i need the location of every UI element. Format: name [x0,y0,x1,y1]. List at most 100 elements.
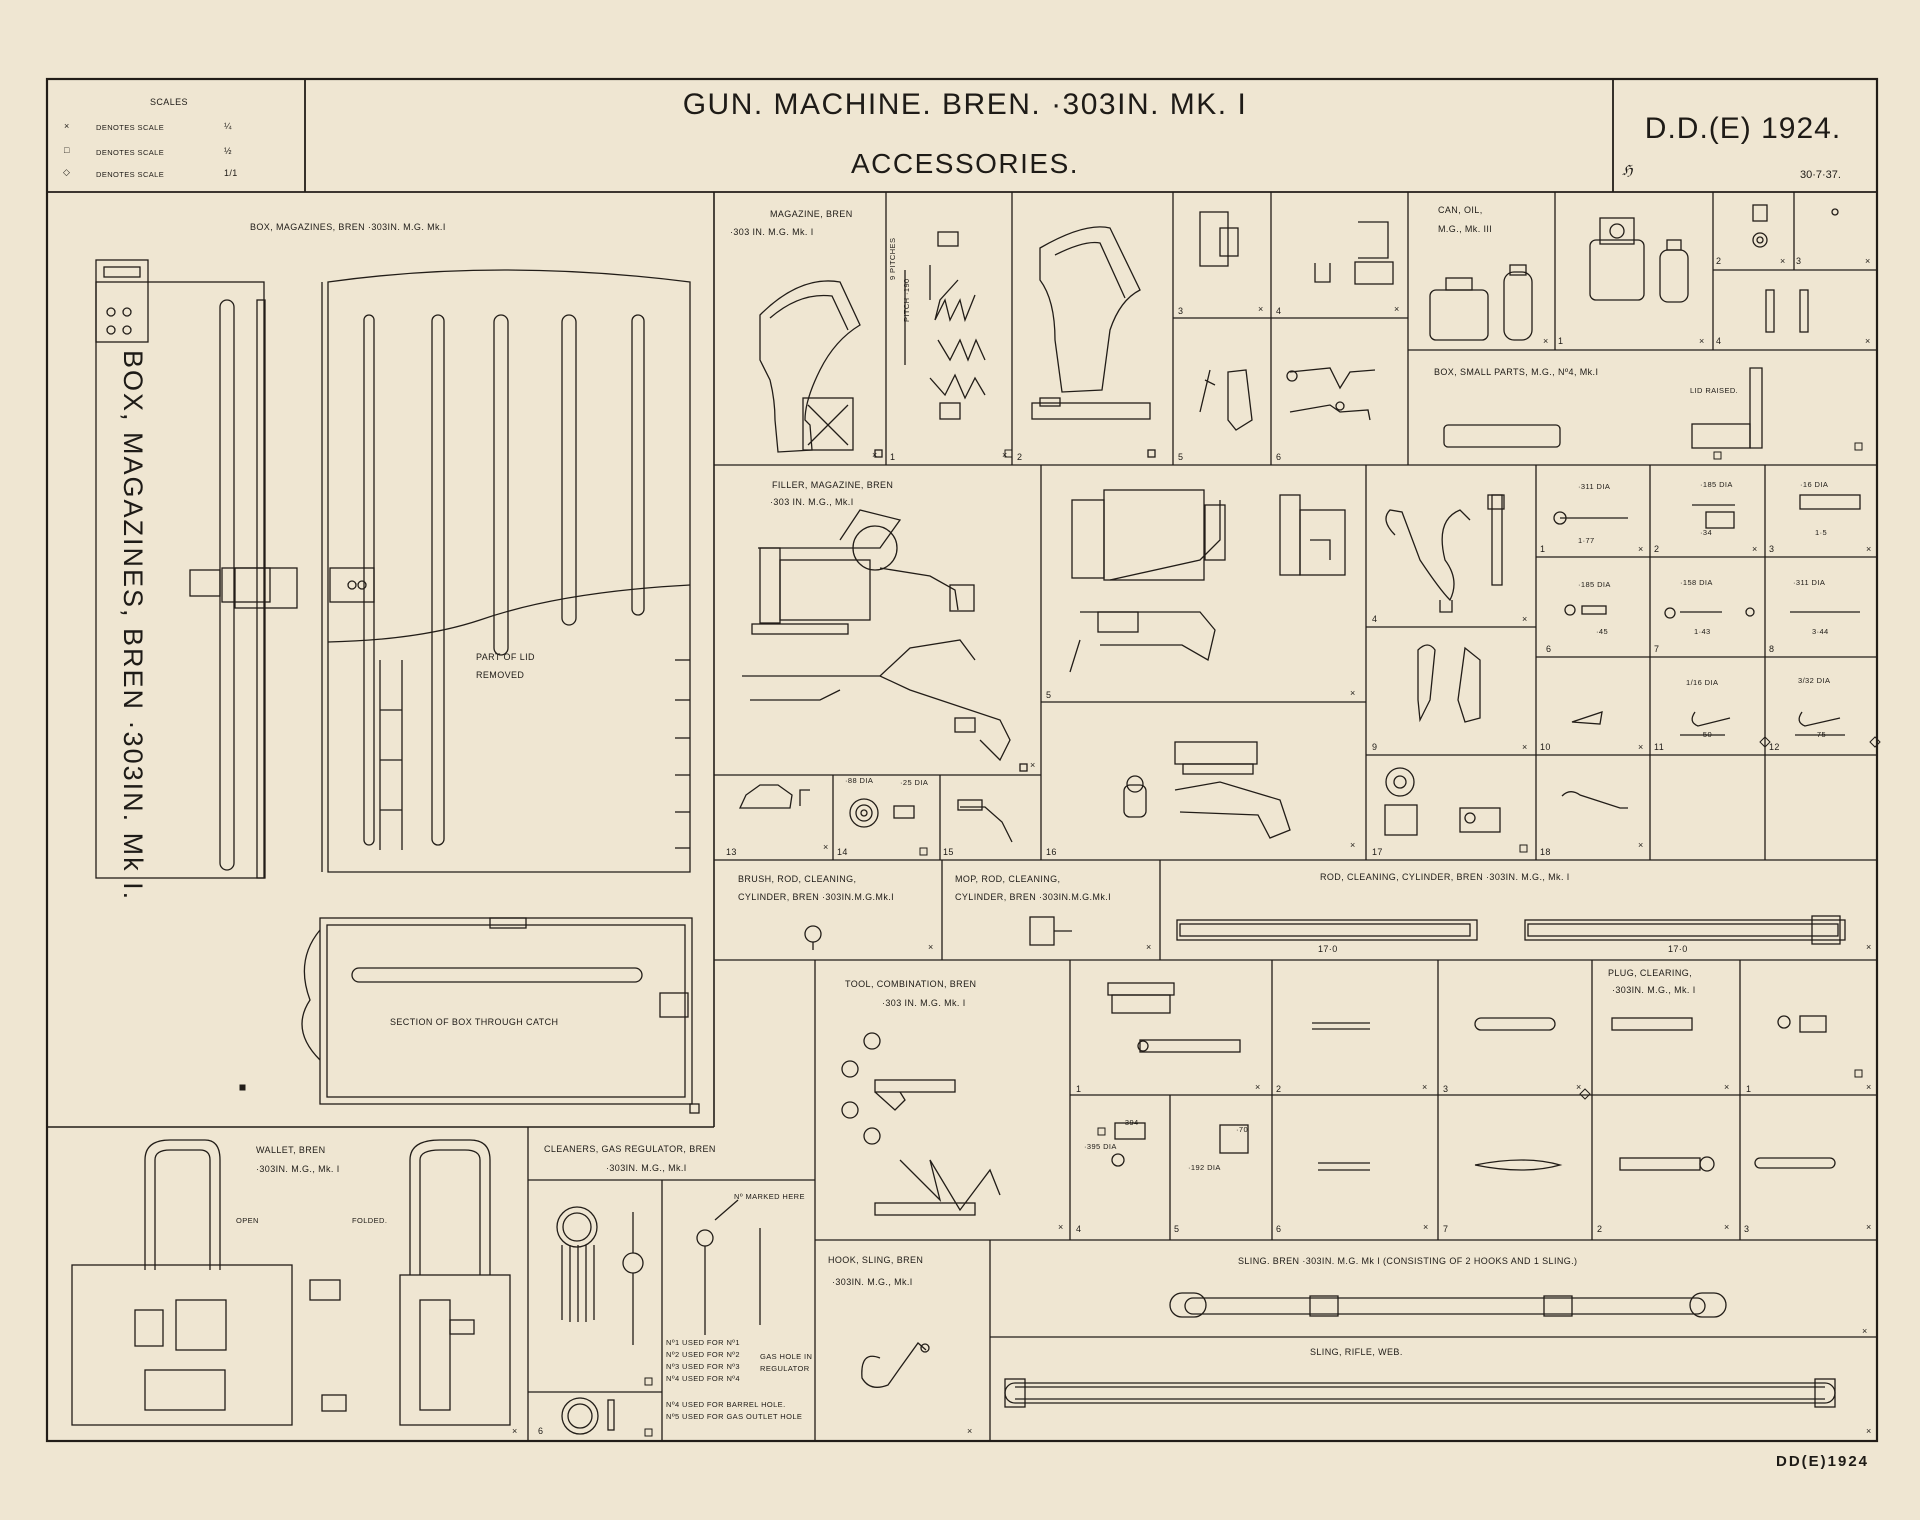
label-used-4: Nº4 USED FOR Nº4 [666,1374,740,1383]
scale-value-full: 1/1 [224,168,238,178]
part-number-1-can: 1 [1558,336,1564,346]
scale-text-quarter: DENOTES SCALE [96,123,165,132]
dim-395: ·395 DIA [1084,1142,1117,1151]
dim-16: ·16 DIA [1800,480,1829,489]
part-number-3-plug: 3 [1744,1224,1750,1234]
scale-mark: × [1576,1082,1582,1092]
label-sling-rifle: SLING, RIFLE, WEB. [1310,1347,1403,1357]
dim-15: 1·5 [1815,528,1828,537]
part-number-3-top: 3 [1178,306,1184,316]
part-number-1-tool: 1 [1076,1084,1082,1094]
scale-mark: × [1146,942,1152,952]
part-number-4-filler: 4 [1372,614,1378,624]
part-number-5-filler: 5 [1046,690,1052,700]
part-number-1-magazine: 1 [890,452,896,462]
label-used-3: Nº3 USED FOR Nº3 [666,1362,740,1371]
label-box-magazines: BOX, MAGAZINES, BREN ·303IN. M.G. Mk.I [250,222,446,232]
label-part-of-lid-2: REMOVED [476,670,525,680]
scale-mark: × [1258,304,1264,314]
scale-mark: × [1865,256,1871,266]
part-number-2-can: 2 [1716,256,1722,266]
part-number-10: 10 [1540,742,1551,752]
label-hook-1: HOOK, SLING, BREN [828,1255,924,1265]
label-tool-1: TOOL, COMBINATION, BREN [845,979,977,989]
scale-mark: × [1724,1222,1730,1232]
scales-heading: SCALES [150,97,188,107]
dim-25: ·25 DIA [900,778,929,787]
signature: ℌ [1622,162,1633,178]
label-folded: FOLDED. [352,1216,388,1225]
dim-311-a: ·311 DIA [1578,482,1611,491]
part-number-13: 13 [726,847,737,857]
dim-75: ·75 [1814,730,1827,739]
part-number-7-tool: 7 [1443,1224,1449,1234]
label-hook-2: ·303IN. M.G., Mk.I [832,1277,913,1287]
part-number-2-pin: 2 [1654,544,1660,554]
scale-symbol-quarter: × [64,121,70,131]
label-used-2: Nº2 USED FOR Nº2 [666,1350,740,1359]
scale-mark: × [1423,1222,1429,1232]
dim-192: ·192 DIA [1188,1163,1221,1172]
scale-text-full: DENOTES SCALE [96,170,165,179]
part-number-17: 17 [1372,847,1383,857]
dim-70: ·70 [1236,1125,1249,1134]
label-lid-raised: LID RAISED. [1690,386,1739,395]
scale-mark: × [1699,336,1705,346]
label-mop-2: CYLINDER, BREN ·303IN.M.G.Mk.I [955,892,1112,902]
part-number-2-tool: 2 [1276,1084,1282,1094]
footer-reference: DD(E)1924 [1776,1453,1870,1470]
drawing-reference: D.D.(E) 1924. [1644,112,1842,145]
part-number-6-cleaner: 6 [538,1426,544,1436]
scale-mark: × [1002,450,1008,460]
label-gas-hole-2: REGULATOR [760,1364,810,1373]
label-filler-2: ·303 IN. M.G., Mk.I [770,497,854,507]
scale-mark: × [1522,614,1528,624]
label-box-vertical: BOX, MAGAZINES, BREN ·303IN. Mk I. [118,350,148,902]
label-wallet-1: WALLET, BREN [256,1145,326,1155]
part-number-5-tool: 5 [1174,1224,1180,1234]
label-box-small-parts: BOX, SMALL PARTS, M.G., Nº4, Mk.I [1434,367,1599,377]
dim-45: ·45 [1596,627,1609,636]
label-brush-2: CYLINDER, BREN ·303IN.M.G.Mk.I [738,892,895,902]
scale-mark: × [1422,1082,1428,1092]
part-number-5-top: 5 [1178,452,1184,462]
part-number-16: 16 [1046,847,1057,857]
part-number-3-can: 3 [1796,256,1802,266]
part-number-3-pin: 3 [1769,544,1775,554]
part-number-1-plug: 1 [1746,1084,1752,1094]
scale-mark: × [1543,336,1549,346]
label-pitch-9: 9 PITCHES [888,237,897,280]
label-brush-1: BRUSH, ROD, CLEANING, [738,874,857,884]
scale-mark: × [1255,1082,1261,1092]
dim-185-a: ·185 DIA [1700,480,1733,489]
part-number-14: 14 [837,847,848,857]
label-can-oil-2: M.G., Mk. III [1438,224,1493,234]
label-section-box: SECTION OF BOX THROUGH CATCH [390,1017,559,1027]
dim-332: 3/32 DIA [1798,676,1831,685]
label-mop-1: MOP, ROD, CLEANING, [955,874,1061,884]
scale-mark: × [1394,304,1400,314]
scale-mark: × [1058,1222,1064,1232]
scale-mark: × [1638,742,1644,752]
scale-mark: × [1752,544,1758,554]
dim-50: ·50 [1700,730,1713,739]
part-number-4-top: 4 [1276,306,1282,316]
part-number-6-pin: 6 [1546,644,1552,654]
scale-mark: × [928,942,934,952]
dim-34: ·34 [1700,528,1713,537]
scale-symbol-full: ◇ [63,167,71,177]
label-sling-bren: SLING. BREN ·303IN. M.G. Mk I (CONSISTIN… [1238,1256,1578,1266]
scale-value-half: ½ [224,146,232,156]
label-magazine-2: ·303 IN. M.G. Mk. I [730,227,814,237]
scale-mark: × [823,842,829,852]
scale-mark: × [967,1426,973,1436]
label-pitch-190: PITCH ·190 [902,278,911,322]
part-number-6-top: 6 [1276,452,1282,462]
label-cleaners-2: ·303IN. M.G., Mk.I [606,1163,687,1173]
scale-mark: × [1866,942,1872,952]
dim-158: ·158 DIA [1680,578,1713,587]
label-tool-2: ·303 IN. M.G. Mk. I [882,998,966,1008]
drawing-date: 30·7·37. [1800,169,1841,181]
scale-mark: × [1866,1426,1872,1436]
